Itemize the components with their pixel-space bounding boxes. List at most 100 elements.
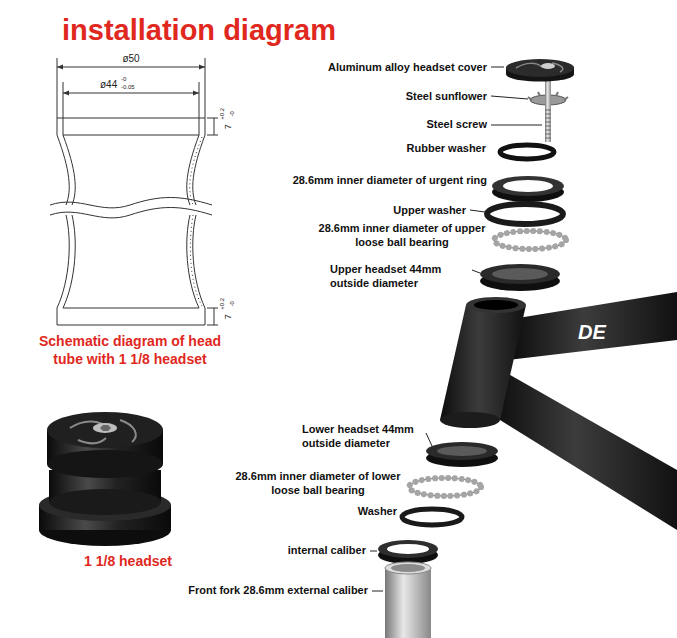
body-bottom xyxy=(49,489,161,515)
fork-steerer xyxy=(385,568,431,638)
leader-line xyxy=(472,270,480,273)
label-holder: ø50 xyxy=(122,53,139,66)
upper-cup-top xyxy=(480,264,560,284)
label-holder: Steel sunflower xyxy=(406,90,487,104)
upper-parts xyxy=(480,59,574,291)
part-label: Lower headset 44mm outside diameter xyxy=(302,423,437,451)
part-label: Upper headset 44mm outside diameter xyxy=(330,263,470,291)
upper-cup-hole xyxy=(492,268,548,280)
label-holder: Lower headset 44mm outside diameter xyxy=(302,423,437,451)
compression-ring-hole xyxy=(503,180,553,192)
dimension-text: -0.05 xyxy=(121,84,135,92)
head-tube-top xyxy=(466,297,526,313)
lower-cup-hole xyxy=(437,446,487,456)
label-holder: +0.2 xyxy=(219,108,227,120)
dimension-text: ø44 xyxy=(100,79,117,92)
label-holder: Steel screw xyxy=(426,118,487,132)
cap-top xyxy=(47,412,163,448)
screw-thread xyxy=(545,110,551,138)
tube-outer-wall xyxy=(57,118,205,205)
screw-shaft xyxy=(545,72,551,142)
part-label: internal caliber xyxy=(288,544,366,558)
tube-rim xyxy=(57,118,205,135)
label-holder: 7 xyxy=(223,124,234,129)
label-holder: Schematic diagram of head tube with 1 1/… xyxy=(23,333,238,368)
head-tube-schematic xyxy=(50,58,218,325)
dimension-text: +0.2 xyxy=(219,108,227,120)
dimension-text: 7 xyxy=(223,124,234,129)
bolt-head xyxy=(93,423,117,433)
part-label: Upper washer xyxy=(393,204,466,218)
label-holder: DE xyxy=(578,320,606,345)
part-label: Front fork 28.6mm external caliber xyxy=(188,584,368,598)
part-label: Washer xyxy=(358,505,397,519)
dimension-text: -0 xyxy=(229,301,237,306)
steerer-top xyxy=(385,562,431,574)
steerer-bore xyxy=(391,564,425,572)
title-holder: installation diagram xyxy=(62,12,336,48)
part-label: Schematic diagram of head tube with 1 1/… xyxy=(23,333,238,368)
label-holder: Washer xyxy=(358,505,397,519)
dimension-text: ø50 xyxy=(122,53,139,66)
part-label: 28.6mm inner diameter of lower loose bal… xyxy=(228,470,408,498)
cap-bottom xyxy=(47,450,163,478)
label-holder: +0.2 xyxy=(219,298,227,310)
label-holder: ø44 xyxy=(100,79,117,92)
label-holder: -0 xyxy=(229,111,237,116)
dimension-line xyxy=(214,118,215,325)
leader-line xyxy=(372,591,383,592)
diagram-title: installation diagram xyxy=(62,12,336,48)
tube-outer-wall xyxy=(57,215,205,325)
bearing-balls xyxy=(409,478,481,496)
part-label: Steel sunflower xyxy=(406,90,487,104)
lower-cup-top xyxy=(426,442,498,460)
head-tube-bottom xyxy=(440,412,500,428)
label-holder: Upper headset 44mm outside diameter xyxy=(330,263,470,291)
crown-race-hole xyxy=(387,544,429,554)
label-holder: 28.6mm inner diameter of lower loose bal… xyxy=(228,470,408,498)
dimension-line xyxy=(57,67,205,68)
top-tube xyxy=(508,292,677,360)
part-label: Aluminum alloy headset cover xyxy=(328,61,487,75)
wall-hatching xyxy=(190,137,202,306)
dimension-text: 7 xyxy=(223,314,234,319)
rubber-washer xyxy=(500,145,554,159)
dimension-line xyxy=(63,93,199,94)
label-holder: -0 xyxy=(121,76,126,84)
part-label: DE xyxy=(578,320,606,345)
bolt-hex xyxy=(100,425,111,431)
label-holder: -0 xyxy=(229,301,237,306)
top-cap-swirl xyxy=(516,63,563,72)
label-holder: Aluminum alloy headset cover xyxy=(328,61,487,75)
leader-line xyxy=(470,210,485,212)
tube-inner-wall xyxy=(63,135,199,205)
top-cap-face xyxy=(506,59,574,77)
leader-line xyxy=(491,125,542,126)
leader-line xyxy=(491,67,504,68)
dimension-text: -0 xyxy=(121,76,126,84)
crown-race-top xyxy=(378,540,438,558)
leader-line xyxy=(491,96,528,99)
upper-washer xyxy=(487,204,563,224)
label-holder: 28.6mm inner diameter of urgent ring xyxy=(293,174,487,188)
lower-washer xyxy=(402,509,462,525)
part-label: 28.6mm inner diameter of urgent ring xyxy=(293,174,487,188)
leader-line xyxy=(370,551,377,552)
head-tube xyxy=(440,305,526,420)
part-label: Rubber washer xyxy=(407,142,486,156)
bike-frame xyxy=(440,292,677,530)
bearing-cage xyxy=(409,478,481,496)
headset-photo xyxy=(39,412,171,546)
label-holder: 7 xyxy=(223,314,234,319)
bearing-balls xyxy=(494,231,566,249)
part-label: 1 1/8 headset xyxy=(84,553,172,571)
label-holder: Rubber washer xyxy=(407,142,486,156)
down-tube xyxy=(492,372,677,530)
leader-line xyxy=(426,433,432,446)
label-holder: 1 1/8 headset xyxy=(84,553,172,571)
label-holder: Front fork 28.6mm external caliber xyxy=(188,584,368,598)
extension-line xyxy=(57,58,205,118)
screw-head xyxy=(541,63,555,69)
